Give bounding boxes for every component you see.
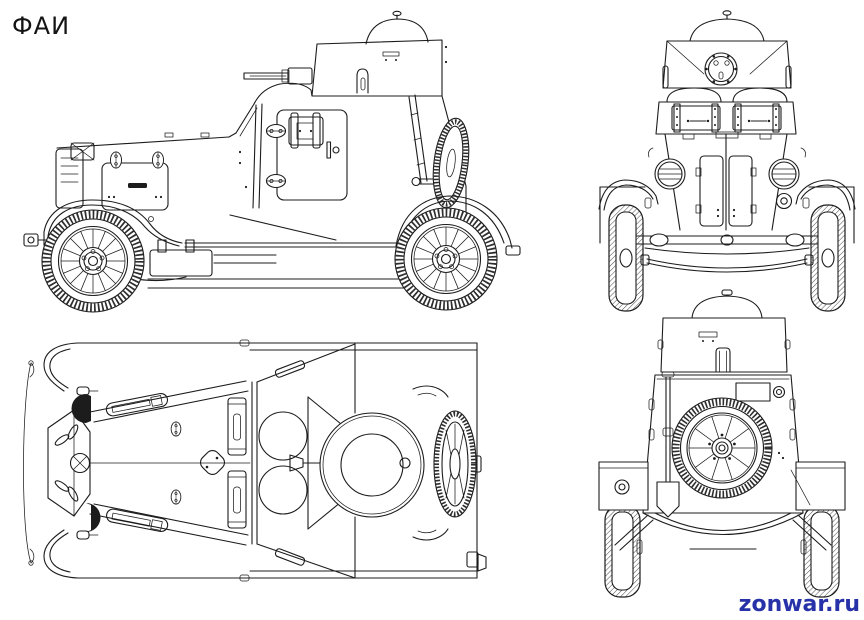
top-view: [23, 339, 487, 582]
drawing-title: ФАИ: [12, 12, 70, 40]
front-view: [598, 10, 856, 312]
watermark-text: zonwar.ru: [739, 592, 860, 617]
side-view: [23, 10, 521, 312]
rear-view: [598, 289, 846, 598]
